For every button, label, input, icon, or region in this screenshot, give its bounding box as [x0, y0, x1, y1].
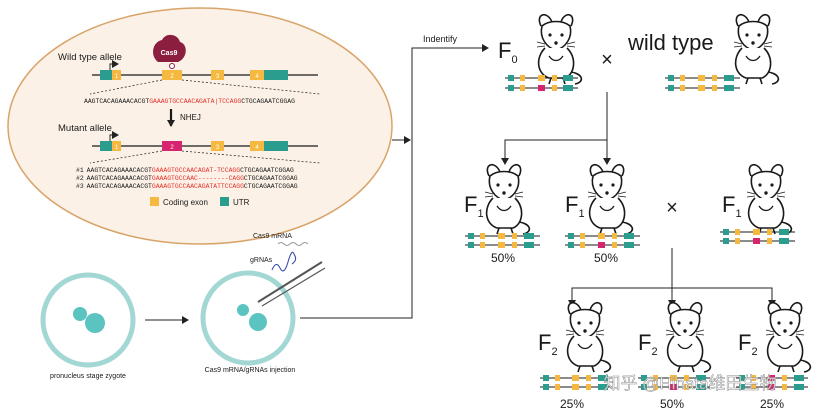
f1-to-f2-connector	[568, 248, 673, 307]
wt-exon-num-3: 3	[216, 74, 220, 80]
f1-label-2: F1	[565, 192, 585, 220]
f0-to-f1-connector	[501, 92, 608, 165]
wt-exon-2	[162, 70, 182, 80]
f2-mouse-icon-2	[665, 301, 712, 373]
f2-chromosomes-1	[540, 375, 612, 390]
mut-exon-2	[162, 141, 182, 151]
f2-mouse-icon-3	[765, 301, 812, 373]
gene-panel-ellipse	[7, 7, 393, 245]
indentify-label: Indentify	[423, 34, 458, 44]
wt-zoom-lines	[89, 79, 321, 95]
wt-exon-4	[250, 70, 264, 80]
wt-tss-arrow	[109, 60, 119, 70]
f2-chromosomes-2	[638, 375, 710, 390]
mut-exon-4	[250, 141, 264, 151]
mut-zoom-lines	[89, 150, 321, 164]
injection-label: Cas9 mRNA/gRNAs injection	[205, 367, 296, 374]
f2-label-2: F2	[638, 330, 658, 358]
zygote-label: pronucleus stage zygote	[50, 373, 126, 380]
grnas-label: gRNAs	[250, 257, 273, 264]
mut-tss-arrow	[109, 131, 119, 141]
mut-exon-num-3: 3	[216, 145, 220, 151]
cas9-grna-dot	[169, 63, 175, 69]
mut-exon-1	[112, 141, 121, 151]
injection-needle-2	[261, 267, 326, 307]
f2-chromosomes-3	[736, 375, 808, 390]
mut-utr-left	[100, 141, 112, 151]
mut-exon-num-1: 1	[115, 145, 119, 151]
f1-mouse-icon-1	[484, 163, 531, 235]
f1-chromosomes-1	[465, 233, 540, 248]
f0-cross-symbol: ×	[601, 49, 613, 71]
cas9-label: Cas9	[161, 50, 178, 57]
f2-pct-3: 25%	[760, 397, 784, 411]
f0-mouse-icon	[536, 13, 583, 85]
watermark: 知乎 @Hinata维田生物	[603, 374, 776, 393]
f2-label-1: F2	[538, 330, 558, 358]
f0-label: F0	[498, 38, 518, 66]
pronucleus-2	[85, 313, 105, 333]
injected-pronucleus-1	[237, 304, 249, 316]
wild-type-allele-label: Wild type allele	[58, 52, 122, 63]
legend-utr-label: UTR	[233, 198, 250, 207]
mut-utr-right	[264, 141, 288, 151]
f1-chromosomes-2	[565, 233, 640, 248]
legend-coding-swatch	[150, 197, 159, 206]
injection-needle	[257, 261, 323, 303]
wt-mouse-icon	[733, 13, 780, 85]
mut-exon-num-4: 4	[255, 145, 259, 151]
f1-cross-symbol: ×	[666, 197, 678, 219]
mut-exon-num-2: 2	[170, 145, 174, 151]
mutant-allele-label: Mutant allele	[58, 123, 112, 134]
mut-exon-3	[211, 141, 224, 151]
f1-mouse-icon-2	[587, 163, 634, 235]
f1-chromosomes-3	[720, 229, 795, 244]
f1-pct-2: 50%	[594, 251, 618, 265]
grna-squiggle	[271, 251, 297, 272]
wt-exon-num-1: 1	[115, 74, 119, 80]
injected-pronucleus-2	[249, 313, 267, 331]
wild-type-label: wild type	[627, 30, 714, 55]
injected-zygote-outer	[200, 270, 296, 366]
nhej-label: NHEJ	[180, 113, 201, 122]
wt-exon-num-2: 2	[170, 74, 174, 80]
wt-exon-3	[211, 70, 224, 80]
f1-label-1: F1	[464, 192, 484, 220]
injection-to-f0-connector	[300, 44, 489, 319]
f2-pct-1: 25%	[560, 397, 584, 411]
f0-chromosomes	[505, 75, 578, 91]
legend-coding-label: Coding exon	[163, 198, 208, 207]
f2-mouse-icon-1	[565, 301, 612, 373]
wt-utr-left	[100, 70, 112, 80]
wt-utr-right	[264, 70, 288, 80]
legend-utr-swatch	[220, 197, 229, 206]
mrna-squiggle	[277, 242, 309, 246]
cas9-icon	[153, 34, 186, 62]
f2-pct-2: 50%	[660, 397, 684, 411]
f1-label-3: F1	[722, 192, 742, 220]
pronucleus-1	[73, 307, 87, 321]
wt-sequence: AAGTCACAGAAACACGTGAAAGTGCCAACAGATA|TCCAG…	[84, 98, 295, 105]
wt-exon-num-4: 4	[255, 74, 259, 80]
wt-exon-1	[112, 70, 121, 80]
cas9-mrna-label: Cas9 mRNA	[253, 233, 292, 240]
f1-pct-1: 50%	[491, 251, 515, 265]
f2-label-3: F2	[738, 330, 758, 358]
f1-mouse-icon-3	[746, 163, 793, 235]
f1-to-f2-connector-right	[672, 287, 776, 307]
wt-chromosomes	[665, 75, 740, 91]
